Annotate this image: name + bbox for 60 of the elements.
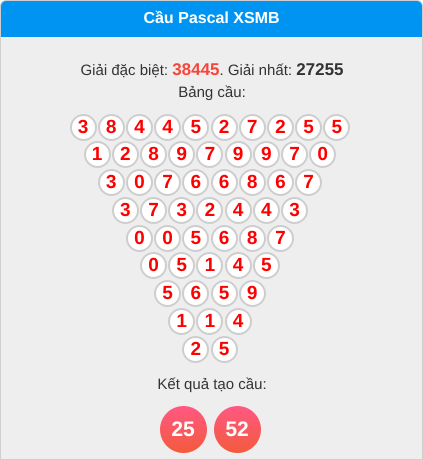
number-ball: 2: [196, 196, 224, 224]
number-ball: 4: [126, 114, 153, 140]
number-ball: 6: [210, 169, 238, 196]
number-ball: 9: [168, 141, 196, 168]
number-ball: 5: [252, 252, 280, 280]
number-ball: 0: [154, 224, 182, 252]
number-ball: 8: [98, 114, 125, 140]
number-ball: 2: [266, 114, 294, 140]
number-ball: 6: [210, 224, 238, 252]
number-ball: 7: [154, 169, 182, 196]
prize-summary-text: Giải đặc biệt: 38445. Giải nhất: 27255: [80, 60, 344, 80]
number-ball: 4: [224, 308, 252, 335]
number-ball: 5: [210, 280, 238, 307]
number-ball: 2: [182, 336, 210, 362]
number-ball: 3: [281, 196, 308, 224]
number-ball: 9: [224, 141, 252, 168]
number-ball: 0: [309, 141, 336, 168]
number-ball: 1: [84, 141, 111, 168]
number-ball: 5: [154, 280, 182, 307]
number-ball: 5: [168, 252, 196, 280]
number-ball: 7: [140, 196, 167, 224]
number-ball: 2: [210, 114, 238, 140]
number-ball: 1: [168, 308, 196, 335]
number-ball: 3: [168, 196, 196, 224]
number-ball: 7: [266, 224, 294, 252]
number-ball: 5: [295, 114, 322, 140]
number-ball: 0: [140, 252, 167, 280]
section-label: Bảng cầu:: [178, 84, 246, 101]
number-ball: 4: [224, 196, 252, 224]
number-ball: 1: [196, 252, 224, 280]
section-label: Kết quả tạo cầu:: [157, 376, 267, 393]
number-ball: 4: [154, 114, 182, 140]
number-ball: 5: [182, 114, 210, 140]
number-ball: 8: [238, 169, 266, 196]
number-ball: 7: [281, 141, 308, 168]
number-ball: 4: [224, 252, 252, 280]
number-ball: 4: [252, 196, 280, 224]
number-ball: 8: [140, 141, 167, 168]
number-ball: 8: [238, 224, 266, 252]
result-ball: 52: [214, 406, 260, 452]
number-ball: 5: [182, 224, 210, 252]
result-ball: 25: [160, 406, 206, 452]
header-title: Cầu Pascal XSMB: [1, 1, 422, 37]
number-ball: 2: [112, 141, 139, 168]
number-ball: 3: [70, 114, 96, 140]
number-ball: 6: [182, 280, 210, 307]
number-ball: 7: [295, 169, 322, 196]
number-ball: 6: [266, 169, 294, 196]
number-ball: 0: [126, 169, 153, 196]
number-ball: 3: [98, 169, 125, 196]
number-ball: 5: [323, 114, 350, 140]
number-ball: 6: [182, 169, 210, 196]
number-ball: 7: [238, 114, 266, 140]
number-ball: 3: [112, 196, 139, 224]
number-ball: 7: [196, 141, 224, 168]
number-ball: 1: [196, 308, 224, 335]
number-ball: 9: [238, 280, 266, 307]
number-ball: 5: [210, 336, 238, 362]
number-ball: 9: [252, 141, 280, 168]
number-ball: 0: [126, 224, 153, 252]
